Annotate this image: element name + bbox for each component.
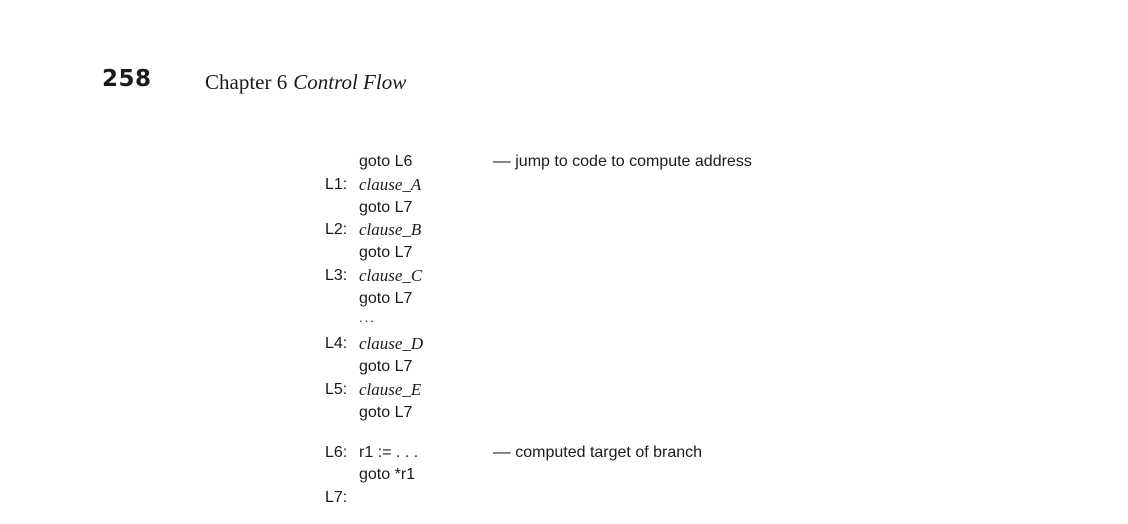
code-line: goto L7	[325, 197, 1025, 220]
chapter-label: Chapter 6	[205, 70, 288, 94]
code-line: goto L7	[325, 288, 1025, 311]
code-line: goto L7	[325, 402, 1025, 425]
code-statement: r1 := . . .	[359, 443, 419, 461]
code-ellipsis: ...	[359, 309, 376, 325]
code-comment: –– computed target of branch	[493, 443, 703, 461]
code-comment: –– jump to code to compute address	[493, 153, 752, 170]
code-statement: goto L6	[359, 153, 413, 170]
code-statement: goto L7	[359, 289, 413, 307]
code-label: L2:	[325, 221, 348, 239]
code-statement: goto *r1	[359, 466, 416, 484]
code-statement: clause_E	[359, 379, 422, 399]
code-label: L5:	[325, 380, 348, 398]
code-line: goto L7	[325, 242, 1025, 265]
code-line: goto L7	[325, 356, 1025, 379]
code-statement: clause_C	[359, 265, 423, 285]
code-label: L7:	[325, 489, 348, 507]
code-statement: goto L7	[359, 244, 413, 262]
code-label: L3:	[325, 266, 348, 284]
code-line: ...	[325, 310, 1025, 334]
code-line: L1: clause_A	[325, 174, 1025, 197]
code-line: L6: r1 := . . . –– computed target of br…	[325, 442, 1025, 465]
code-line: goto L6 –– jump to code to compute addre…	[325, 151, 1025, 174]
chapter-title: Control Flow	[293, 70, 407, 94]
code-statement: clause_B	[359, 220, 422, 240]
code-line: goto *r1	[325, 464, 1025, 487]
code-line: L3: clause_C	[325, 265, 1025, 288]
code-statement: clause_A	[359, 174, 422, 194]
code-line: L2: clause_B	[325, 219, 1025, 242]
code-line: L5: clause_E	[325, 379, 1025, 402]
code-label: L4:	[325, 335, 348, 353]
code-listing: goto L6 –– jump to code to compute addre…	[325, 151, 1025, 510]
code-statement: goto L7	[359, 358, 413, 376]
page-number: 258	[102, 66, 152, 92]
code-label: L6:	[325, 443, 348, 461]
code-label: L1:	[325, 175, 348, 193]
code-line: L7:	[325, 487, 1025, 510]
code-statement: goto L7	[359, 403, 413, 421]
code-statement: goto L7	[359, 198, 413, 216]
code-line: L4: clause_D	[325, 333, 1025, 356]
code-statement: clause_D	[359, 334, 424, 354]
